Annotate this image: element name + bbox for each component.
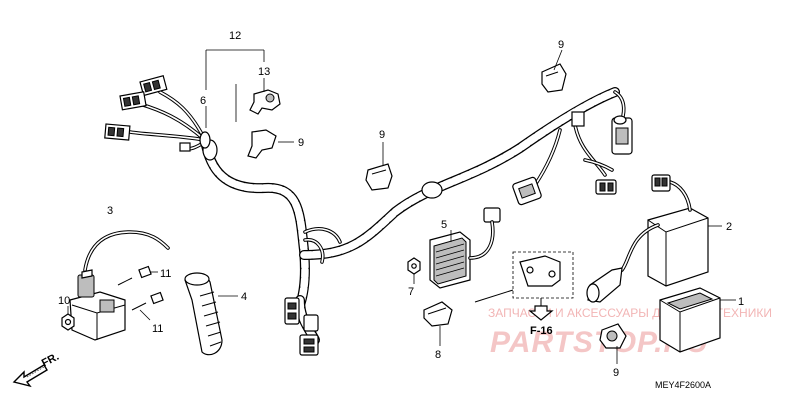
part-9-clamp-bottom: [599, 323, 627, 349]
part-1-box: [659, 287, 721, 353]
front-direction-arrow: FR.: [12, 351, 61, 388]
diagram-code: MEY4F2600A: [655, 380, 711, 390]
part-9-clamp-center: [365, 163, 393, 191]
callout-8: 8: [435, 349, 441, 361]
callout-6: 6: [200, 95, 206, 107]
center-connectors: [421, 111, 633, 223]
callout-9-center: 9: [379, 129, 385, 141]
callout-11-upper: 11: [160, 268, 171, 280]
callout-9-top-right: 9: [558, 39, 564, 51]
direction-label: FR.: [40, 351, 61, 370]
part-2-control-module: [586, 174, 709, 303]
bottom-plugs: [284, 297, 319, 356]
callout-13: 13: [258, 66, 270, 78]
part-11-bolt-upper: [117, 265, 152, 286]
part-11-bolt-lower: [131, 291, 164, 311]
callout-7: 7: [408, 286, 414, 298]
part-4-plug-cap: [184, 272, 223, 356]
callout-10: 10: [58, 295, 70, 307]
callouts: 12 6 13 9 9 9 9 3 5 2 1 11 11 4 10 7 8: [58, 30, 744, 379]
part-9-clamp-upper: [247, 129, 277, 159]
callout-2: 2: [726, 221, 732, 233]
leader-lines: [67, 49, 736, 364]
callout-11-lower: 11: [152, 323, 163, 335]
callout-9-bottom: 9: [613, 367, 619, 379]
watermark-caption: ЗАПЧАСТИ И АКСЕССУАРЫ ДЛЯ МОТОТЕХНИКИ: [488, 306, 772, 320]
harness-connectors: [104, 75, 218, 161]
ref-f16: F-16: [530, 325, 553, 337]
callout-9-upper: 9: [298, 137, 304, 149]
callout-5: 5: [441, 219, 447, 231]
part-13-clip: [249, 89, 281, 115]
part-3-ignition-coil: [69, 230, 170, 341]
part-5-regulator: [429, 220, 495, 289]
callout-3: 3: [107, 205, 113, 217]
callout-4: 4: [241, 291, 247, 303]
part-8-clamp: [423, 301, 453, 327]
bracket-detail: F-16: [474, 251, 574, 337]
part-7-nut: [407, 257, 421, 275]
part-9-clamp-top-right: [541, 63, 567, 93]
callout-12: 12: [229, 30, 241, 42]
callout-1: 1: [738, 296, 744, 308]
part-10-nut: [61, 313, 75, 331]
